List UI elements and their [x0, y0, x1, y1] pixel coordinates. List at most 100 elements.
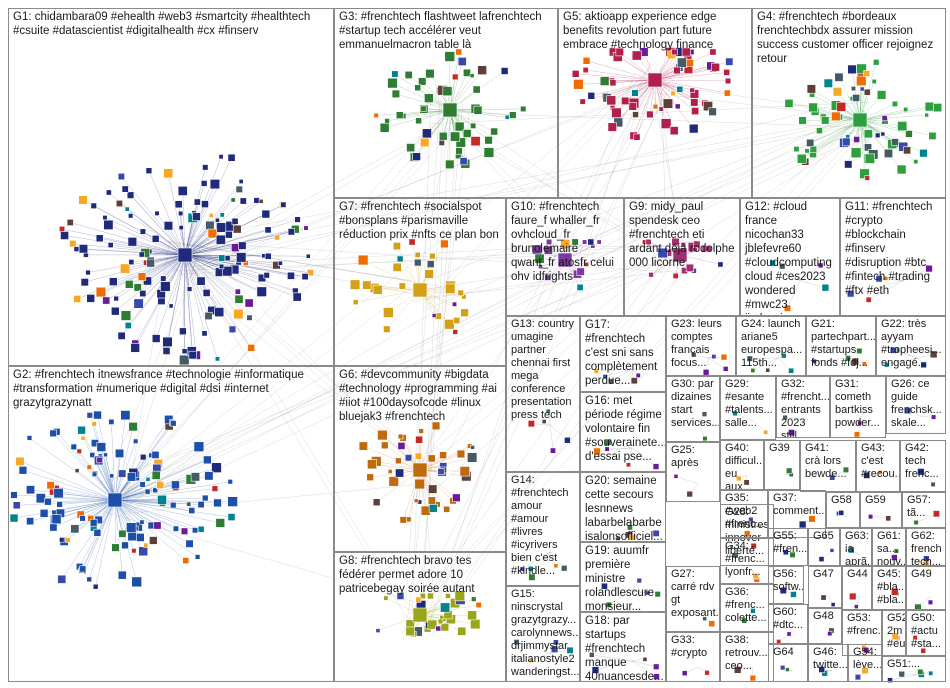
group-box-g6: G6: #devcommunity #bigdata#technology #p…: [334, 366, 506, 552]
node: [631, 50, 642, 61]
edge: [22, 470, 116, 501]
edge: [426, 244, 559, 629]
node: [628, 102, 637, 111]
node: [818, 666, 826, 673]
node: [893, 548, 899, 554]
node: [207, 228, 218, 239]
edge: [799, 280, 826, 288]
node: [152, 487, 158, 494]
node: [607, 122, 617, 132]
group-label-line: carolynnews...: [511, 627, 580, 639]
edge: [787, 280, 801, 309]
group-label-line: grazytgrazynatt: [13, 397, 92, 409]
node: [414, 478, 425, 490]
node: [838, 509, 845, 516]
group-label-line: #bla...: [877, 594, 906, 606]
node: [844, 160, 853, 169]
node: [887, 677, 893, 684]
node: [118, 469, 127, 478]
group-label-line: labarbelabarbe: [585, 517, 662, 529]
node: [301, 273, 309, 281]
node: [26, 485, 36, 495]
node: [786, 467, 793, 474]
group-box-g29: G29:#esante#talents...salle...: [720, 376, 776, 440]
group-label-line: #icyrivers: [511, 539, 558, 551]
edge: [419, 289, 464, 298]
edge: [607, 447, 632, 450]
node: [786, 631, 792, 637]
group-box-g49: G49: [906, 566, 946, 610]
node: [541, 419, 547, 424]
node: [377, 429, 388, 441]
edge: [29, 437, 116, 501]
edge: [636, 79, 656, 138]
edge: [184, 254, 239, 263]
node: [593, 368, 599, 374]
group-label-line: G61:: [877, 530, 901, 542]
node: [460, 308, 469, 317]
group-label-line: perdue...: [585, 375, 631, 387]
edge: [82, 438, 116, 501]
edge: [113, 308, 440, 500]
edge: [127, 483, 426, 514]
node: [576, 267, 585, 276]
node: [151, 334, 161, 343]
group-label-line: entrants: [781, 404, 821, 416]
node: [459, 466, 470, 477]
edge: [169, 240, 440, 287]
group-label-line: G58: [831, 494, 852, 506]
node: [932, 510, 940, 518]
node: [408, 238, 416, 246]
edge: [114, 499, 221, 524]
group-label-line: #fren...: [773, 543, 808, 555]
edge: [130, 108, 869, 495]
node: [93, 528, 102, 537]
group-label-g64: G64: [773, 646, 804, 659]
edge: [550, 425, 554, 451]
node: [427, 496, 436, 505]
edge: [184, 254, 197, 356]
edge: [61, 228, 186, 256]
edge: [184, 254, 193, 352]
node: [126, 522, 137, 533]
node: [830, 602, 836, 607]
edge: [30, 489, 116, 501]
node: [853, 604, 859, 609]
node: [373, 112, 379, 119]
node: [611, 107, 622, 118]
node: [59, 537, 65, 543]
node: [163, 168, 174, 179]
edge: [859, 107, 938, 121]
group-label-line: G13: country: [511, 318, 574, 330]
group-box-g56: G56:softw...: [768, 566, 804, 604]
node: [171, 480, 180, 490]
node: [469, 73, 475, 79]
node: [95, 234, 104, 243]
group-label-g35: G35:#web2#frenc...: [725, 492, 765, 531]
node: [294, 216, 301, 223]
group-box-g7: G7: #frenchtech #socialspot#bonsplans #p…: [334, 198, 506, 366]
edge: [707, 357, 726, 370]
group-label-line: français: [671, 344, 710, 356]
edge: [654, 79, 729, 82]
node: [145, 167, 153, 174]
node: [379, 122, 390, 133]
group-box-g3: G3: #frenchtech flashtweet lafrenchtech#…: [334, 8, 558, 198]
node: [582, 57, 591, 65]
node: [455, 48, 463, 56]
edge: [414, 109, 451, 158]
edge: [859, 114, 927, 121]
node: [120, 310, 132, 321]
group-label-line: salle...: [725, 417, 757, 429]
node: [917, 468, 925, 476]
edge: [449, 108, 524, 111]
group-label-line: jblefevre60: [745, 243, 802, 255]
node: [520, 105, 527, 113]
node: [383, 325, 391, 333]
